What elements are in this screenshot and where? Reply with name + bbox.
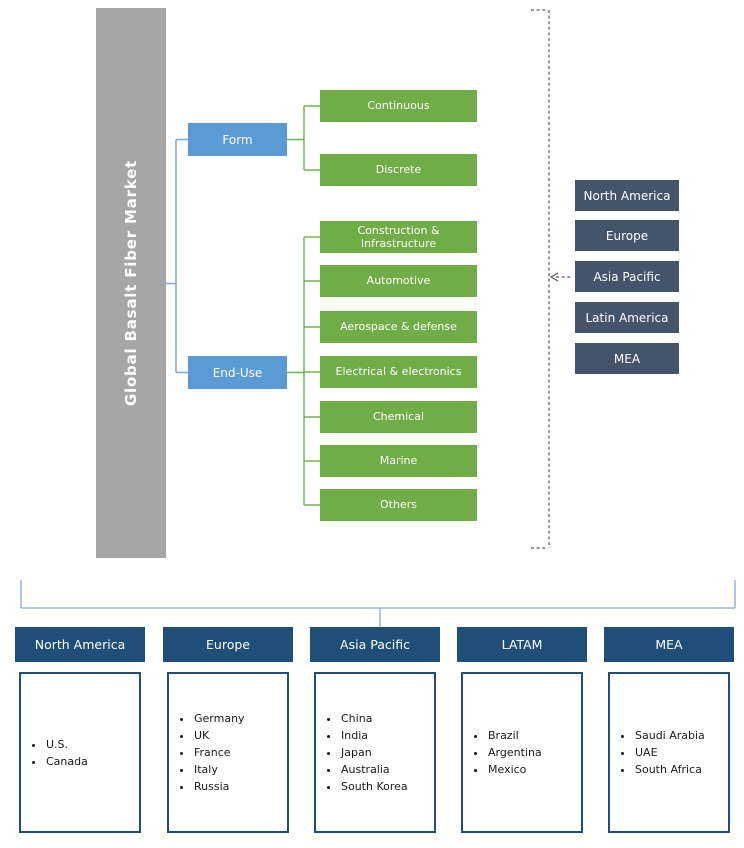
list-item: Japan [340, 746, 430, 759]
list-item: France [193, 746, 283, 759]
leaf-marine-label: Marine [379, 454, 418, 468]
list-item: Italy [193, 763, 283, 776]
bottom-header-latam-label: LATAM [501, 637, 543, 652]
side-region-europe: Europe [575, 220, 679, 251]
bottom-header-mea: MEA [604, 627, 734, 662]
list-item: Brazil [487, 729, 577, 742]
list-item: Australia [340, 763, 430, 776]
leaf-continuous-label: Continuous [367, 99, 430, 113]
leaf-others: Others [320, 489, 477, 521]
segment-connectors [166, 138, 188, 374]
country-list-asia-pacific: China India Japan Australia South Korea [316, 708, 434, 797]
bottom-header-north-america: North America [15, 627, 145, 662]
list-item: South Korea [340, 780, 430, 793]
country-list-latam: Brazil Argentina Mexico [463, 725, 581, 780]
bottom-bracket [20, 580, 736, 627]
country-list-mea: Saudi Arabia UAE South Africa [610, 725, 728, 780]
bottom-header-asia-pacific: Asia Pacific [310, 627, 440, 662]
side-region-north-america: North America [575, 180, 679, 211]
bottom-header-north-america-label: North America [34, 637, 126, 652]
dashed-arrowhead [549, 272, 559, 282]
bottom-box-north-america: U.S. Canada [19, 672, 141, 833]
bottom-box-europe: Germany UK France Italy Russia [167, 672, 289, 833]
leaf-aerospace: Aerospace & defense [320, 311, 477, 343]
leaf-discrete-label: Discrete [375, 163, 422, 177]
segment-form-box: Form [188, 123, 287, 156]
leaf-construction-label: Construction & Infrastructure [357, 223, 440, 250]
leaf-chemical-label: Chemical [372, 410, 425, 424]
list-item: U.S. [45, 738, 135, 751]
country-list-north-america: U.S. Canada [21, 734, 139, 772]
list-item: Germany [193, 712, 283, 725]
dashed-separator [531, 9, 572, 549]
leaf-discrete: Discrete [320, 154, 477, 186]
form-children-connectors [287, 105, 320, 171]
list-item: Russia [193, 780, 283, 793]
side-region-mea-label: MEA [613, 351, 641, 366]
leaf-aerospace-label: Aerospace & defense [340, 320, 457, 334]
bottom-box-mea: Saudi Arabia UAE South Africa [608, 672, 730, 833]
side-region-latin-america-label: Latin America [585, 310, 669, 325]
side-region-asia-pacific-label: Asia Pacific [593, 269, 661, 284]
side-region-europe-label: Europe [605, 228, 649, 243]
list-item: Mexico [487, 763, 577, 776]
list-item: Saudi Arabia [634, 729, 724, 742]
leaf-electrical: Electrical & electronics [320, 356, 477, 388]
side-region-asia-pacific: Asia Pacific [575, 261, 679, 292]
bottom-header-asia-pacific-label: Asia Pacific [340, 637, 410, 652]
root-market-bar: Global Basalt Fiber Market [96, 8, 166, 558]
leaf-automotive-label: Automotive [366, 274, 431, 288]
list-item: Argentina [487, 746, 577, 759]
side-region-north-america-label: North America [583, 188, 671, 203]
country-list-europe: Germany UK France Italy Russia [169, 708, 287, 797]
side-region-latin-america: Latin America [575, 302, 679, 333]
leaf-electrical-label: Electrical & electronics [335, 365, 462, 379]
list-item: UK [193, 729, 283, 742]
list-item: India [340, 729, 430, 742]
list-item: UAE [634, 746, 724, 759]
bottom-header-europe: Europe [163, 627, 293, 662]
list-item: Canada [45, 755, 135, 768]
segment-enduse-box: End-Use [188, 356, 287, 389]
list-item: China [340, 712, 430, 725]
segment-enduse-label: End-Use [212, 365, 263, 380]
enduse-children-connectors [287, 236, 320, 506]
leaf-chemical: Chemical [320, 401, 477, 433]
segment-form-label: Form [222, 132, 253, 147]
leaf-marine: Marine [320, 445, 477, 477]
list-item: South Africa [634, 763, 724, 776]
bottom-box-latam: Brazil Argentina Mexico [461, 672, 583, 833]
leaf-construction: Construction & Infrastructure [320, 221, 477, 253]
bottom-header-latam: LATAM [457, 627, 587, 662]
root-market-label: Global Basalt Fiber Market [122, 159, 141, 407]
side-region-mea: MEA [575, 343, 679, 374]
leaf-automotive: Automotive [320, 265, 477, 297]
leaf-continuous: Continuous [320, 90, 477, 122]
bottom-header-europe-label: Europe [206, 637, 250, 652]
leaf-others-label: Others [380, 498, 417, 512]
bottom-header-mea-label: MEA [655, 637, 683, 652]
bottom-box-asia-pacific: China India Japan Australia South Korea [314, 672, 436, 833]
